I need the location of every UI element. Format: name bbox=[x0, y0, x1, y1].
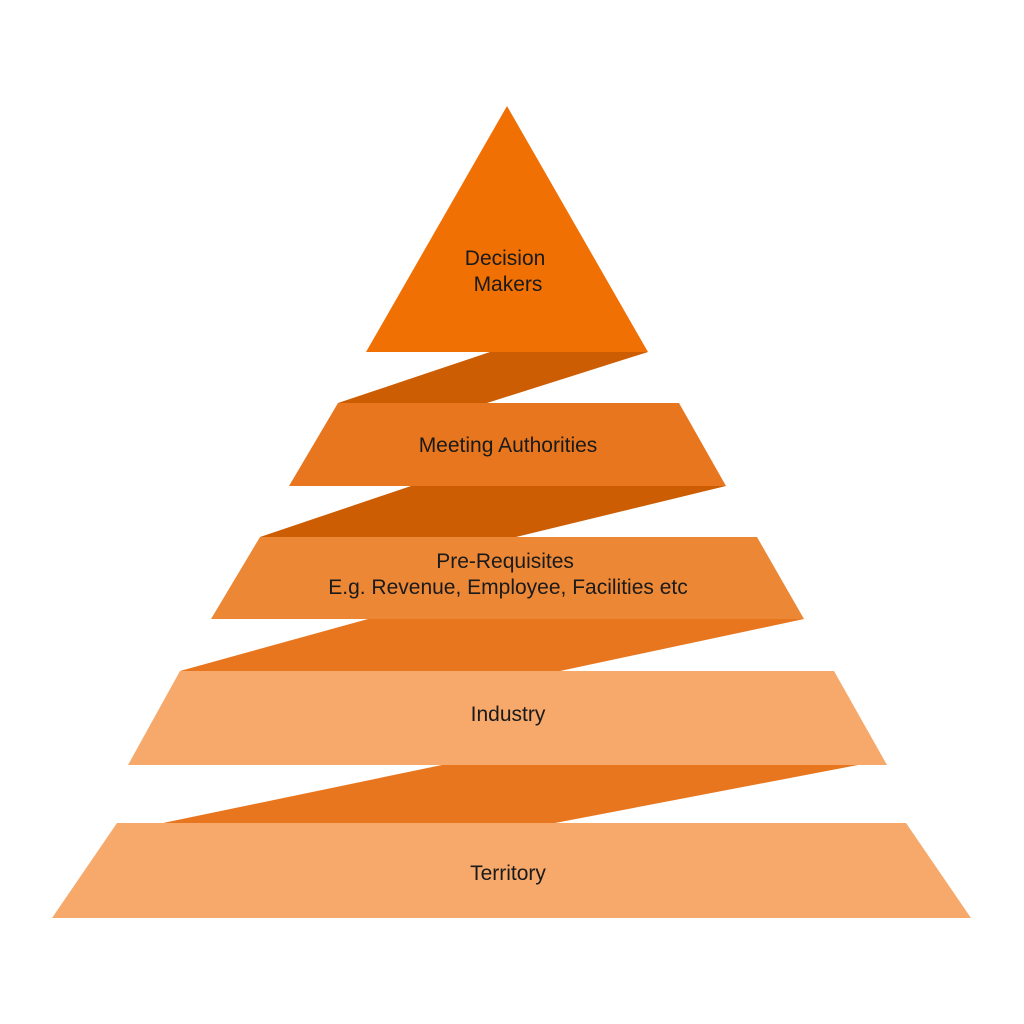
tier-label-line: Pre-Requisites bbox=[436, 550, 574, 573]
tier-industry bbox=[128, 671, 887, 765]
connector-1 bbox=[338, 352, 648, 403]
tier-label-industry: Industry bbox=[471, 703, 546, 726]
tier-territory bbox=[52, 823, 971, 918]
tier-label-territory: Territory bbox=[470, 862, 546, 885]
connector-4 bbox=[163, 765, 858, 823]
tier-label-line: E.g. Revenue, Employee, Facilities etc bbox=[328, 576, 688, 599]
tier-decision-makers bbox=[366, 106, 648, 352]
connector-3 bbox=[180, 619, 804, 671]
tier-label-meeting-authorities: Meeting Authorities bbox=[419, 434, 598, 457]
tier-pre-requisites bbox=[211, 537, 804, 619]
tier-label-line: Decision bbox=[465, 247, 546, 270]
connector-2 bbox=[260, 486, 726, 537]
tier-label-pre-requisites: Pre-Requisites E.g. Revenue, Employee, F… bbox=[328, 550, 688, 599]
tier-label-line: Makers bbox=[474, 273, 543, 296]
tier-label-decision-makers: Decision Makers bbox=[465, 247, 551, 296]
tier-meeting-authorities bbox=[289, 403, 726, 486]
